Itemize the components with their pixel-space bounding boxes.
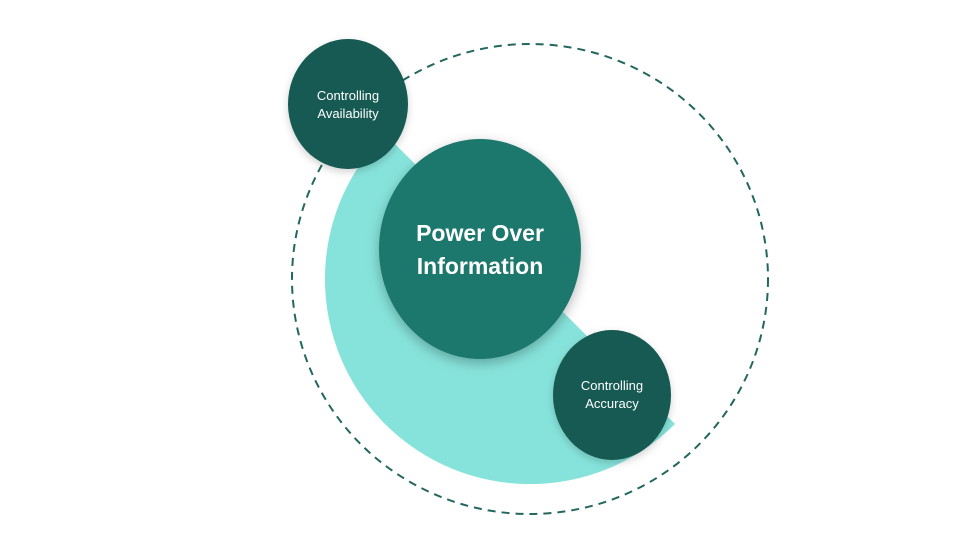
node-label-availability: Controlling Availability	[316, 88, 380, 121]
node-circle-availability	[288, 39, 408, 169]
dashed-outer-ring	[291, 43, 769, 515]
node-circle-accuracy	[553, 330, 671, 460]
node-label-accuracy: Controlling Accuracy	[580, 378, 644, 411]
center-label: Power Over Information	[416, 220, 544, 279]
center-circle	[379, 139, 581, 359]
